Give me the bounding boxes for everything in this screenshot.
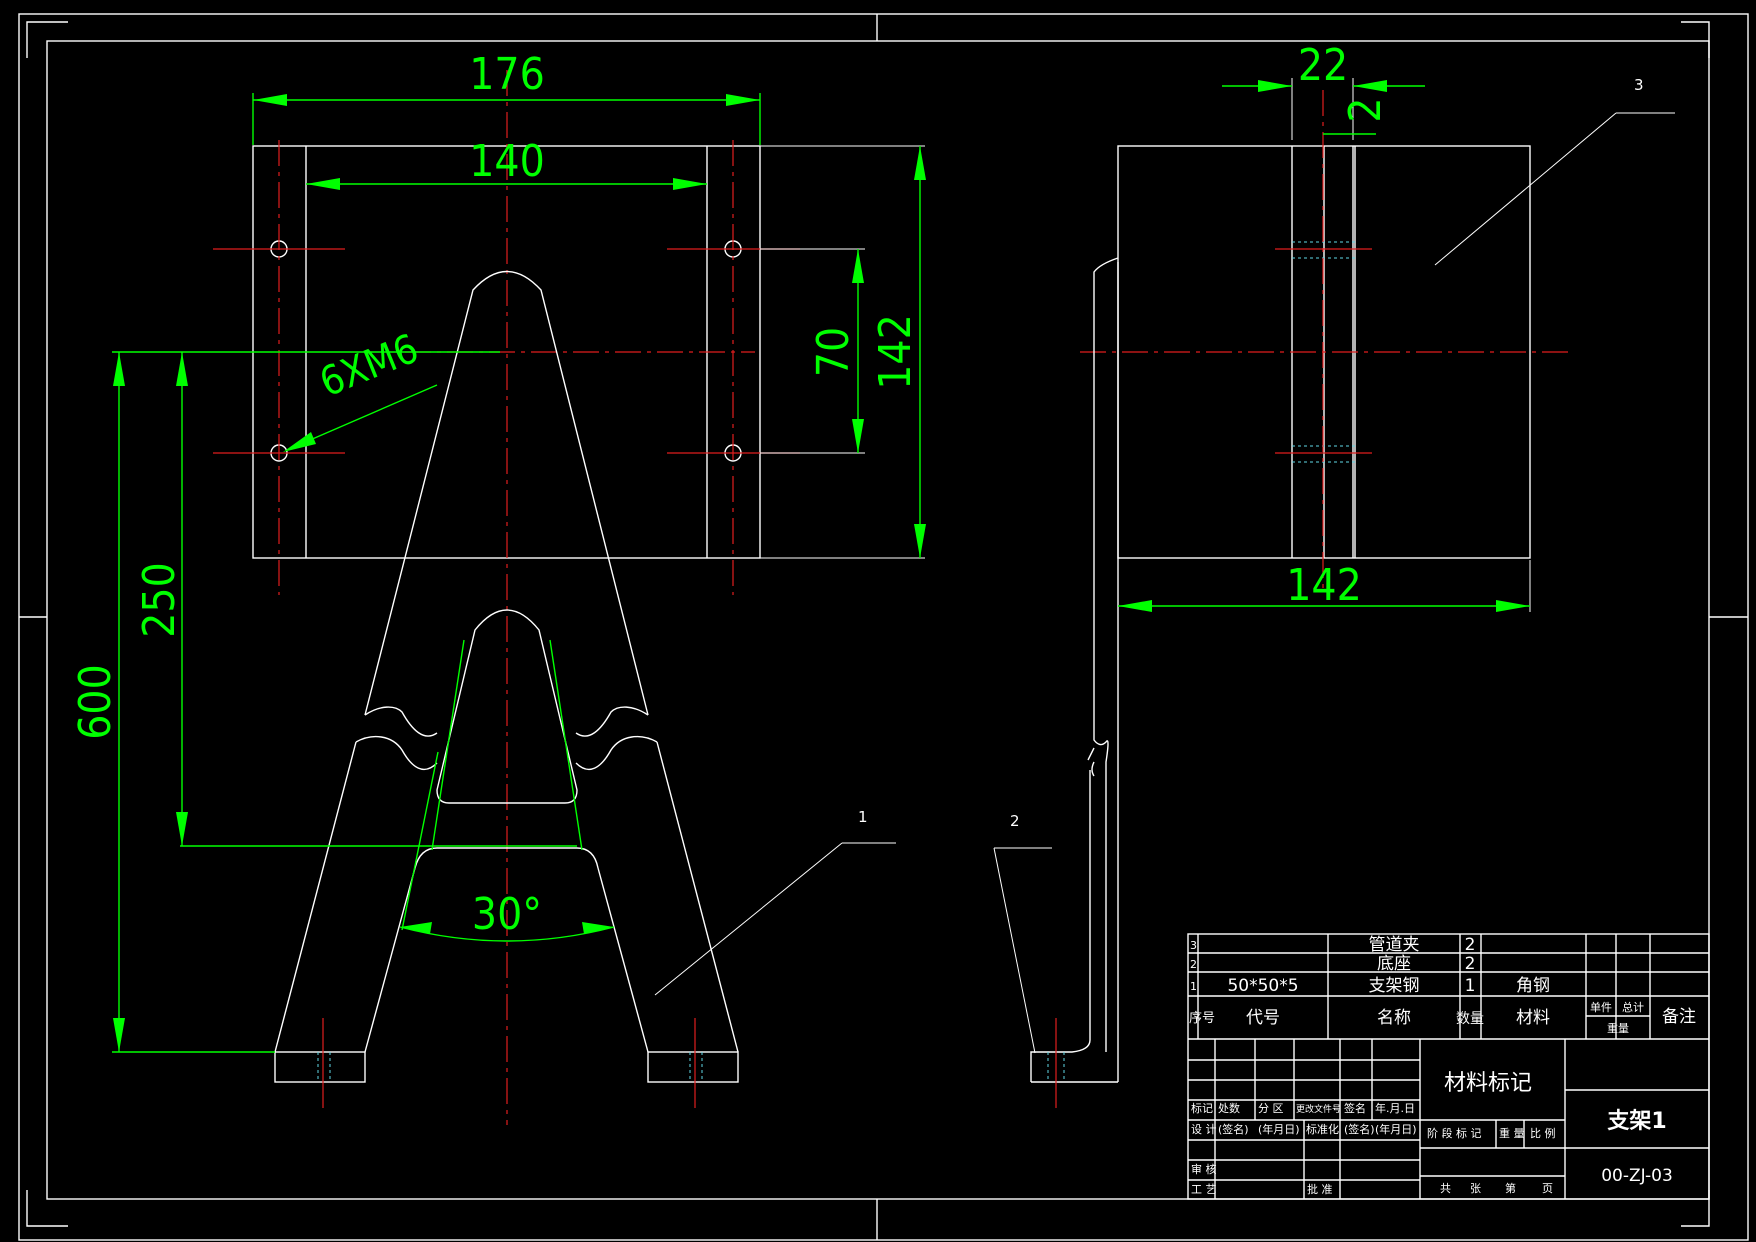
dim-176: 176: [469, 49, 545, 100]
row1-qty: 1: [1465, 976, 1476, 996]
header-material: 材料: [1516, 1008, 1550, 1028]
material-mark: 材料标记: [1444, 1071, 1532, 1096]
balloon-1: 1: [858, 808, 868, 826]
row3-name: 管道夹: [1369, 935, 1420, 955]
rev-h-1: 处数: [1218, 1102, 1240, 1115]
row1-no: 1: [1190, 980, 1197, 993]
design-2: (年月日): [1258, 1122, 1300, 1136]
dim-142-side: 142: [1286, 560, 1362, 611]
row1-material: 角钢: [1516, 976, 1550, 996]
review-label: 审 核: [1191, 1162, 1217, 1176]
front-dimensions: [112, 93, 926, 1053]
process-label: 工 艺: [1191, 1183, 1217, 1196]
dim-2: 2: [1340, 97, 1391, 122]
header-weight: 重量: [1607, 1021, 1629, 1035]
rev-h-5: 年.月.日: [1375, 1101, 1415, 1115]
row2-no: 2: [1190, 958, 1197, 971]
dim-30deg: 30°: [472, 889, 542, 940]
header-qty: 数量: [1456, 1011, 1484, 1027]
stage-label: 阶 段 标 记: [1427, 1126, 1482, 1140]
header-no: 序号: [1189, 1011, 1215, 1026]
rev-h-0: 标记: [1191, 1101, 1213, 1115]
sheet-no-label: 第: [1505, 1181, 1516, 1195]
dim-140: 140: [469, 136, 545, 187]
drawing-number: 00-ZJ-03: [1601, 1166, 1673, 1186]
side-view: [1030, 90, 1570, 1108]
row1-name: 支架钢: [1369, 976, 1420, 996]
dim-142-front: 142: [870, 314, 921, 390]
rev-h-4: 签名: [1344, 1101, 1366, 1115]
scale-label: 比 例: [1530, 1126, 1556, 1140]
drawing-title: 支架1: [1607, 1108, 1666, 1134]
dim-thread-note: 6XM6: [313, 326, 424, 407]
sheet-unit-label: 张: [1470, 1182, 1481, 1195]
rev-h-3: 更改文件号: [1296, 1103, 1341, 1115]
approve-label: 批 准: [1307, 1182, 1333, 1196]
row2-qty: 2: [1465, 954, 1476, 974]
dim-250: 250: [134, 562, 185, 638]
design-4: (签名): [1344, 1122, 1375, 1136]
rev-h-2: 分 区: [1258, 1102, 1284, 1115]
row3-qty: 2: [1465, 935, 1476, 955]
row1-code: 50*50*5: [1227, 976, 1298, 996]
header-code: 代号: [1246, 1008, 1280, 1028]
drawing-frame: [18, 13, 1749, 1241]
part-leaders: [654, 112, 1675, 1054]
side-dimensions: [1117, 78, 1531, 612]
dim-600: 600: [70, 664, 121, 740]
weight-label: 重 量: [1499, 1126, 1525, 1140]
sheet-total-label: 共: [1440, 1182, 1451, 1195]
dim-70: 70: [808, 327, 859, 377]
header-single: 单件: [1590, 1001, 1612, 1014]
design-3: 标准化: [1306, 1122, 1339, 1136]
dim-22: 22: [1298, 40, 1348, 91]
a-frame-bracket: [274, 270, 739, 1108]
header-total: 总计: [1622, 1000, 1644, 1014]
header-remark: 备注: [1662, 1007, 1696, 1027]
row3-no: 3: [1190, 939, 1197, 952]
header-name: 名称: [1377, 1008, 1411, 1028]
design-5: (年月日): [1375, 1122, 1417, 1136]
balloon-3: 3: [1634, 76, 1644, 94]
design-0: 设 计: [1191, 1123, 1217, 1136]
sheet-page-label: 页: [1542, 1182, 1553, 1195]
title-block-lines: [1187, 933, 1710, 1200]
row2-name: 底座: [1377, 954, 1411, 974]
balloon-2: 2: [1010, 812, 1020, 830]
design-1: (签名): [1218, 1122, 1249, 1136]
